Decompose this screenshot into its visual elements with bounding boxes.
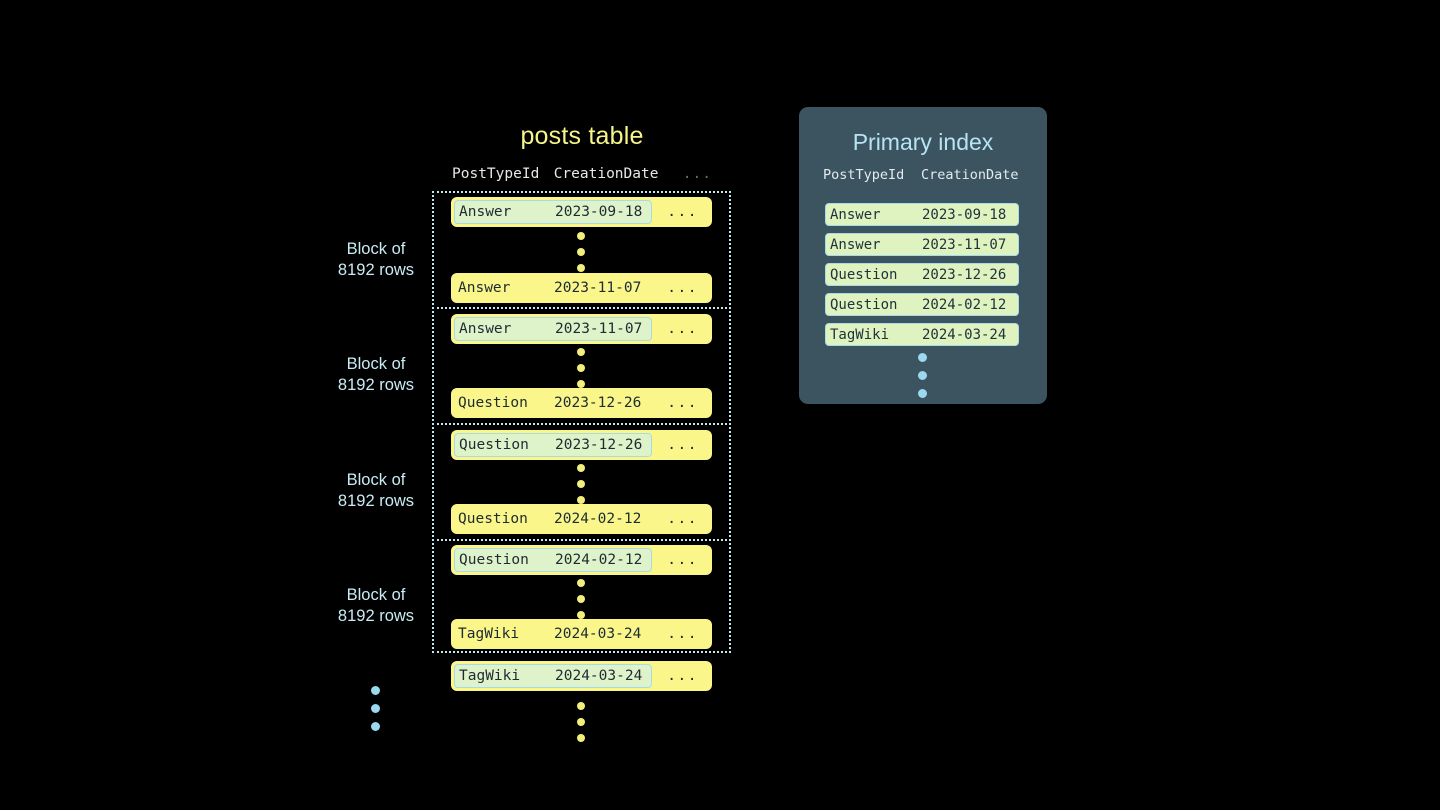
row-ellipsis-4	[577, 579, 587, 627]
block-label-2-line2: 8192 rows	[337, 376, 415, 394]
cell-creationdate: 2023-12-26	[554, 395, 642, 411]
posts-table-title: posts table	[520, 122, 644, 150]
table-trailing-ellipsis	[577, 702, 587, 750]
table-row: Question 2023-12-26 ...	[451, 430, 712, 460]
block-label-1-line2: 8192 rows	[337, 261, 415, 279]
index-cell-posttypeid: Question	[830, 266, 898, 283]
table-row: Question 2024-02-12 ...	[451, 545, 712, 575]
table-row: Question 2023-12-26 ...	[451, 388, 712, 418]
column-header-more: ...	[682, 166, 712, 182]
cell-more: ...	[667, 626, 698, 642]
block-label-3-line2: 8192 rows	[337, 492, 415, 510]
table-row: Answer 2023-11-07 ...	[451, 273, 712, 303]
posts-table-column-headers: PostTypeId CreationDate ...	[452, 166, 712, 182]
index-row: Question 2024-02-12	[825, 293, 1019, 316]
index-column-header-posttypeid: PostTypeId	[823, 167, 905, 183]
cell-posttypeid: Answer	[458, 280, 511, 296]
index-cell-posttypeid: Answer	[830, 236, 881, 253]
cell-more: ...	[667, 280, 698, 296]
cell-posttypeid: TagWiki	[458, 626, 520, 642]
block-label-4-line2: 8192 rows	[337, 607, 415, 625]
index-cell-creationdate: 2024-03-24	[922, 326, 1007, 343]
cell-more: ...	[667, 437, 698, 453]
cell-posttypeid: TagWiki	[459, 668, 521, 684]
cell-posttypeid: Question	[458, 511, 528, 527]
cell-more: ...	[667, 395, 698, 411]
row-cells: Question 2023-12-26	[454, 433, 652, 457]
row-cells: TagWiki 2024-03-24	[454, 622, 650, 646]
row-ellipsis-2	[577, 348, 587, 396]
row-cells: Question 2023-12-26	[454, 391, 650, 415]
index-cell-creationdate: 2023-11-07	[922, 236, 1007, 253]
table-row: Question 2024-02-12 ...	[451, 504, 712, 534]
cell-posttypeid: Question	[459, 437, 529, 453]
table-row: TagWiki 2024-03-24 ...	[451, 661, 712, 691]
cell-more: ...	[667, 552, 698, 568]
cell-creationdate: 2023-11-07	[555, 321, 643, 337]
index-cell-creationdate: 2024-02-12	[922, 296, 1007, 313]
cell-creationdate: 2024-03-24	[554, 626, 642, 642]
index-cell-creationdate: 2023-09-18	[922, 206, 1007, 223]
cell-more: ...	[667, 668, 698, 684]
cell-creationdate: 2023-09-18	[555, 204, 643, 220]
cell-creationdate: 2024-02-12	[555, 552, 643, 568]
cell-posttypeid: Question	[458, 395, 528, 411]
primary-index-title: Primary index	[852, 129, 994, 155]
block-label-2-line1: Block of	[346, 355, 406, 373]
cell-posttypeid: Answer	[459, 321, 512, 337]
primary-index-column-headers: PostTypeId CreationDate	[823, 167, 1033, 183]
row-cells: TagWiki 2024-03-24	[454, 664, 652, 688]
cell-posttypeid: Answer	[459, 204, 512, 220]
index-column-header-creationdate: CreationDate	[921, 167, 1019, 183]
index-cell-posttypeid: Answer	[830, 206, 881, 223]
index-row: Answer 2023-11-07	[825, 233, 1019, 256]
index-cell-posttypeid: Question	[830, 296, 898, 313]
cell-more: ...	[667, 321, 698, 337]
block-label-1-line1: Block of	[346, 240, 406, 258]
cell-creationdate: 2024-02-12	[554, 511, 642, 527]
primary-index-panel: Primary index PostTypeId CreationDate An…	[799, 107, 1047, 404]
column-header-creationdate: CreationDate	[553, 166, 659, 182]
index-cell-posttypeid: TagWiki	[830, 326, 890, 343]
cell-posttypeid: Question	[459, 552, 529, 568]
row-cells: Question 2024-02-12	[454, 507, 650, 531]
row-cells: Question 2024-02-12	[454, 548, 652, 572]
block-label-4: Block of 8192 rows	[306, 585, 446, 627]
index-row: Question 2023-12-26	[825, 263, 1019, 286]
row-cells: Answer 2023-11-07	[454, 317, 652, 341]
block-trailing-ellipsis	[371, 686, 381, 740]
index-row: TagWiki 2024-03-24	[825, 323, 1019, 346]
block-4	[432, 539, 731, 653]
index-cell-creationdate: 2023-12-26	[922, 266, 1007, 283]
row-cells: Answer 2023-09-18	[454, 200, 652, 224]
block-label-2: Block of 8192 rows	[306, 354, 446, 396]
block-label-3: Block of 8192 rows	[306, 470, 446, 512]
row-cells: Answer 2023-11-07	[454, 276, 650, 300]
cell-creationdate: 2024-03-24	[555, 668, 643, 684]
index-row: Answer 2023-09-18	[825, 203, 1019, 226]
block-label-1: Block of 8192 rows	[306, 239, 446, 281]
cell-creationdate: 2023-11-07	[554, 280, 642, 296]
index-trailing-ellipsis	[918, 353, 928, 407]
cell-creationdate: 2023-12-26	[555, 437, 643, 453]
table-row: Answer 2023-09-18 ...	[451, 197, 712, 227]
block-label-3-line1: Block of	[346, 471, 406, 489]
cell-more: ...	[667, 511, 698, 527]
block-label-4-line1: Block of	[346, 586, 406, 604]
row-ellipsis-1	[577, 232, 587, 280]
table-row: TagWiki 2024-03-24 ...	[451, 619, 712, 649]
table-row: Answer 2023-11-07 ...	[451, 314, 712, 344]
row-ellipsis-3	[577, 464, 587, 512]
cell-more: ...	[667, 204, 698, 220]
column-header-posttypeid: PostTypeId	[452, 166, 540, 182]
